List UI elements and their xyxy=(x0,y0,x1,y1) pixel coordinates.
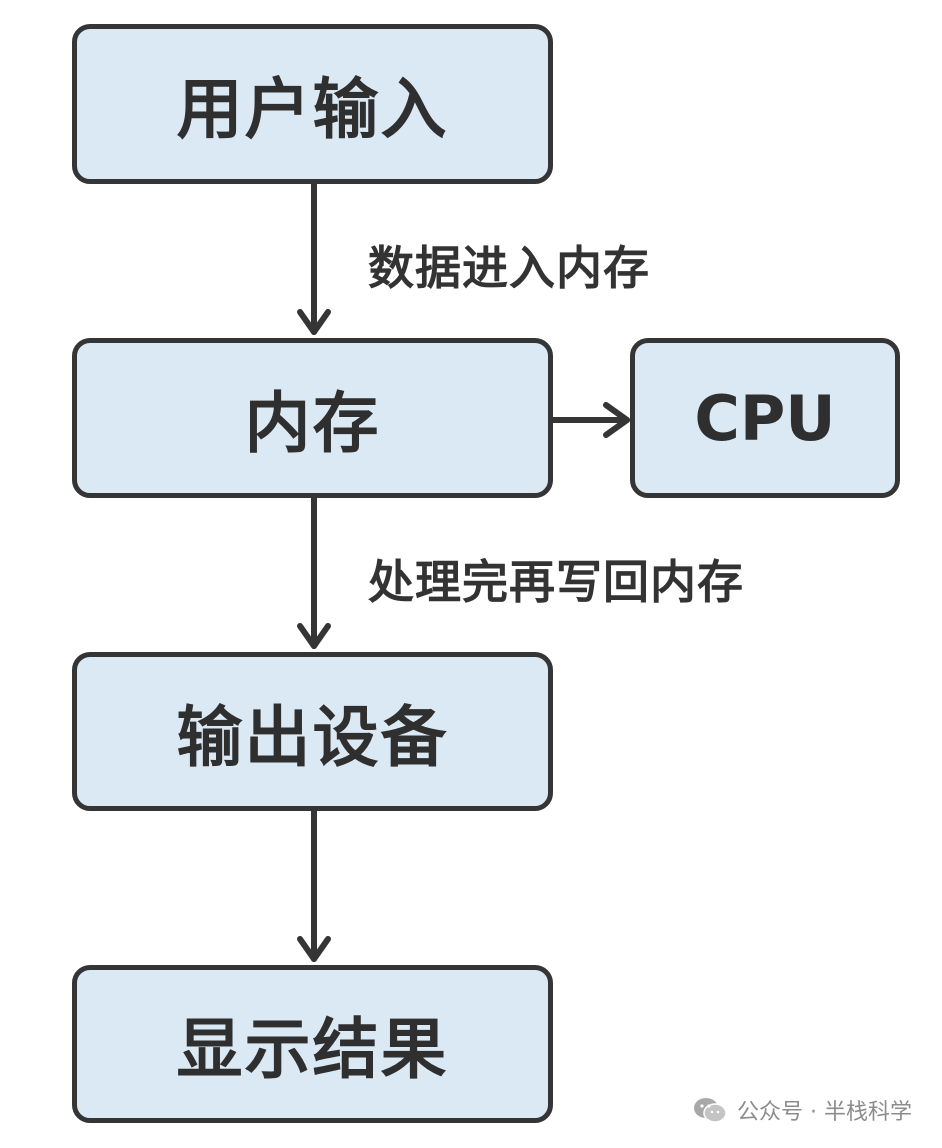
node-memory: 内存 xyxy=(72,338,553,498)
watermark-text: 公众号 · 半栈科学 xyxy=(737,1100,912,1125)
arrow-input-to-memory xyxy=(297,181,331,335)
arrow-memory-to-output xyxy=(297,495,331,649)
node-cpu: CPU xyxy=(630,338,900,498)
edge-label-input-to-memory: 数据进入内存 xyxy=(368,241,650,295)
watermark: 公众号 · 半栈科学 xyxy=(693,1094,912,1126)
node-user-input: 用户输入 xyxy=(72,24,553,184)
arrow-output-to-result xyxy=(297,808,331,962)
node-output-device: 输出设备 xyxy=(72,652,553,811)
node-show-result: 显示结果 xyxy=(72,965,553,1123)
wechat-icon xyxy=(694,1098,727,1123)
edge-label-memory-to-output: 处理完再写回内存 xyxy=(368,555,744,609)
arrow-memory-to-cpu xyxy=(550,402,630,438)
